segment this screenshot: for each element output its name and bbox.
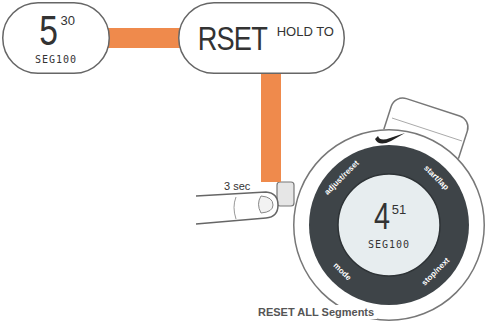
screen-frame [179, 3, 345, 74]
button-label: mode [332, 262, 353, 283]
watch-button [277, 182, 294, 206]
lcd-screen: RSET HOLD TO [178, 2, 345, 74]
watch-display: 451SEG100 [337, 173, 441, 277]
lcd-seconds: HOLD TO [277, 25, 334, 38]
lcd-subline: SEG100 [35, 54, 77, 65]
watch-bezel [309, 145, 469, 305]
swoosh-logo [375, 133, 405, 144]
lcd-digits: RSET [198, 22, 267, 54]
screen-outline [337, 173, 441, 277]
watch-body [293, 129, 485, 321]
lcd-row: 451 [372, 200, 407, 234]
lcd-digits: 4 [374, 200, 389, 234]
watch-case [294, 130, 485, 321]
lcd-digits: 5 [39, 11, 57, 51]
lcd-screen: 530SEG100 [2, 2, 110, 74]
lcd-readout: RSET HOLD TO [178, 2, 345, 74]
lcd-readout: 451SEG100 [337, 173, 441, 277]
display-glass [338, 174, 440, 276]
lcd-row: 530 [37, 11, 75, 51]
connector-bar [261, 64, 281, 182]
lcd-seconds: 51 [392, 203, 406, 216]
lcd-subline: SEG100 [368, 239, 410, 250]
button-label: start/lap [422, 164, 450, 192]
lcd-row: RSET HOLD TO [189, 22, 334, 54]
watch-face: 451SEG100adjust/resetstart/lapmodestop/n… [271, 129, 485, 321]
lcd-readout: 530SEG100 [2, 2, 110, 74]
connector-bar [100, 28, 188, 48]
duration-label: 3 sec [224, 180, 250, 192]
lcd-seconds: 30 [60, 14, 74, 27]
pressing-finger [196, 192, 278, 224]
screen-frame [3, 3, 110, 74]
figure-caption: RESET ALL Segments [255, 305, 377, 319]
